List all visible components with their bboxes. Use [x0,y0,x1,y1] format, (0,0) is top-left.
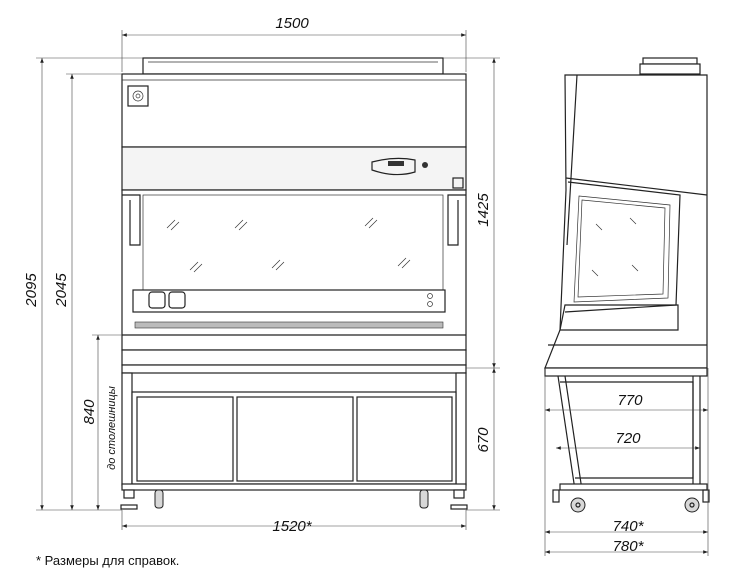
dim-depth-780: 780* [613,538,645,555]
dim-height-cabinet: 1425 [475,193,492,227]
glass-hatch-marks [166,217,411,273]
biohazard-icon [127,85,149,107]
wheel-icon [120,489,468,510]
dim-depth-740: 740* [613,518,645,535]
front-dimensions: 1500 2095 2045 840 до столешницы 1425 67… [23,15,500,535]
dim-height-total: 2095 [23,273,40,308]
dim-width-top: 1500 [275,15,309,32]
side-view [544,57,710,513]
cabinet-door [236,396,354,482]
wheel-icon [552,489,710,513]
side-dimensions: 770 720 740* 780* [544,368,709,556]
socket-icon [148,291,166,309]
socket-icon [168,291,186,309]
worktop [121,349,467,366]
control-display-icon [371,157,428,176]
cabinet-door [136,396,234,482]
dim-height-body: 2045 [53,273,70,308]
dim-height-stand: 670 [475,427,492,453]
footnote: * Размеры для справок. [36,553,180,568]
upper-housing [121,73,467,148]
stand-frame [121,364,467,374]
dim-depth-770: 770 [617,392,643,409]
worktop-note: до столешницы [106,386,118,470]
grille [134,321,444,329]
dim-depth-720: 720 [615,430,641,447]
front-view [120,57,468,510]
cabinet-door [356,396,453,482]
top-filter-housing [142,57,444,75]
dim-width-base: 1520* [272,518,312,535]
dim-height-worktop: 840 [81,399,98,425]
